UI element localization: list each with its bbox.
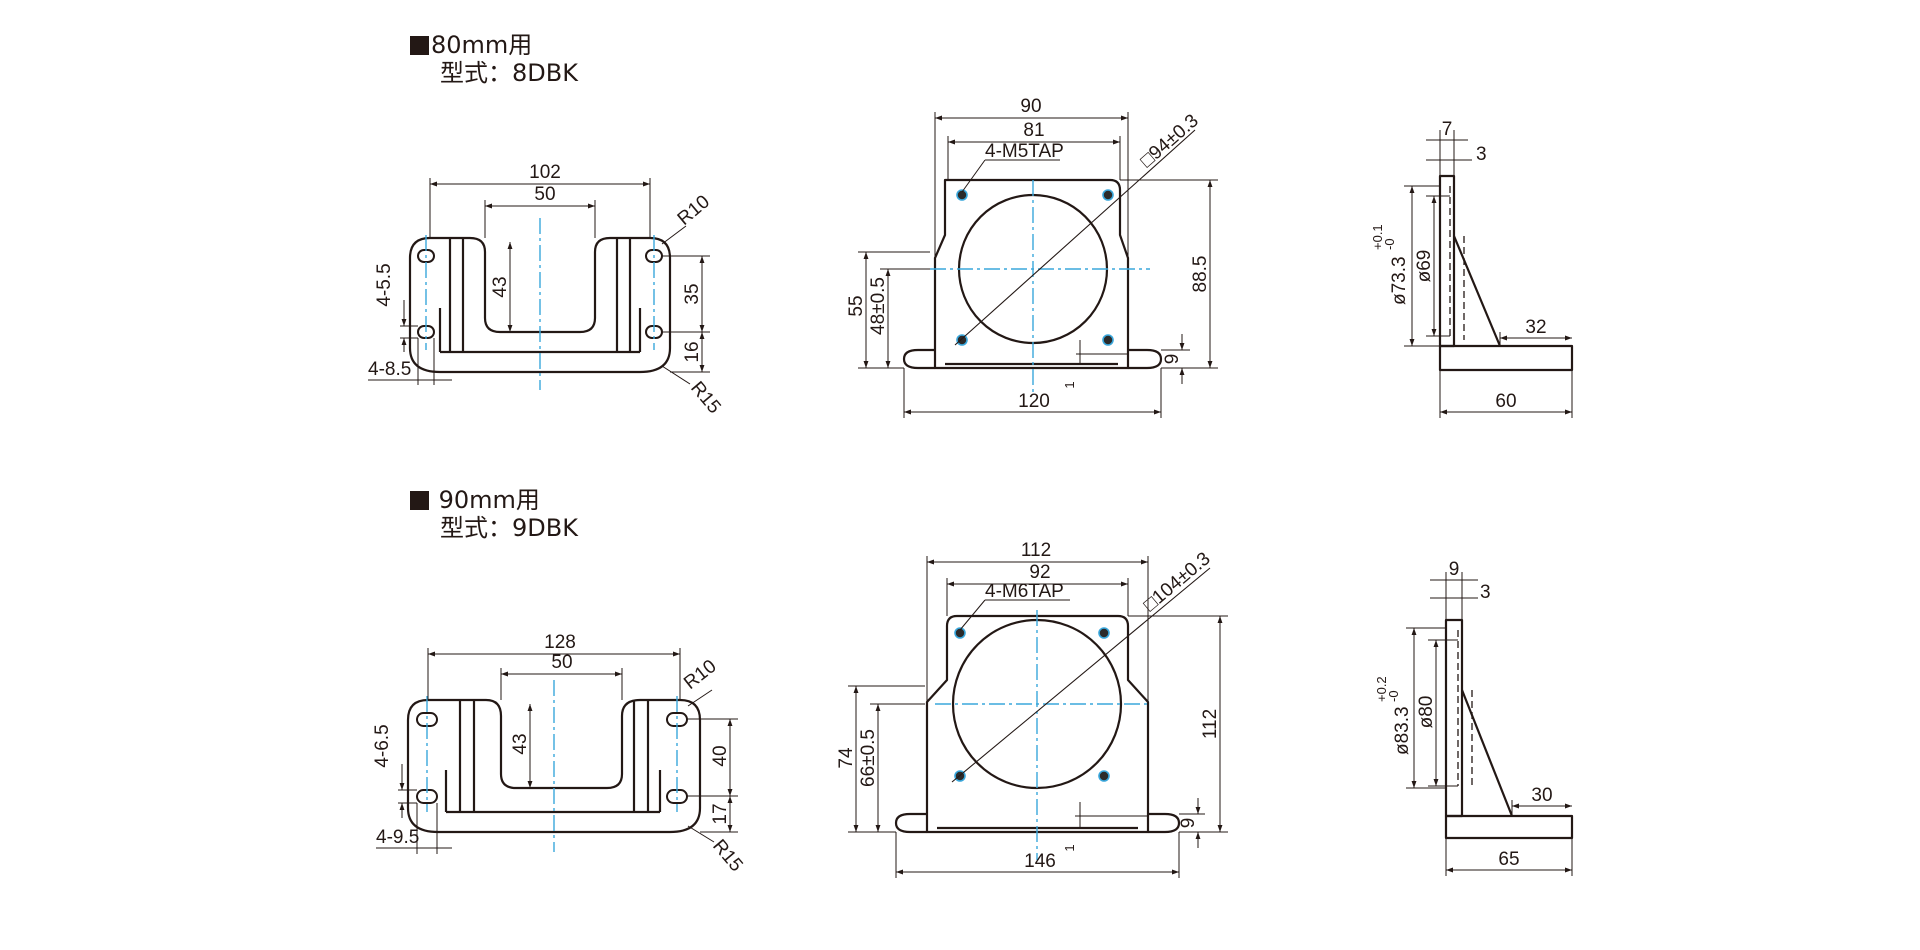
dim-slot-depth: 43 bbox=[490, 276, 511, 297]
diagonal-line bbox=[954, 129, 1196, 346]
leader-line bbox=[961, 159, 986, 193]
flange-plate bbox=[1438, 174, 1456, 348]
dim-radius-bottom: R15 bbox=[686, 378, 724, 418]
dim-d2: 3 bbox=[1480, 582, 1491, 603]
rib bbox=[1460, 689, 1514, 817]
flange-outline bbox=[925, 614, 1150, 834]
dim-hole-offset: 17 bbox=[710, 803, 731, 824]
dim-depth: 60 bbox=[1495, 391, 1516, 412]
dim-holes-pos: 4-8.5 bbox=[368, 359, 411, 380]
heading-90mm-text: 90mm用 bbox=[431, 486, 540, 514]
dim-diagonal: □94±0.3 bbox=[1137, 110, 1203, 171]
leader-line bbox=[687, 825, 715, 843]
dim-bore: ø83.3 bbox=[1392, 706, 1413, 755]
rib bbox=[1452, 235, 1502, 347]
dim-outer: 112 bbox=[1021, 540, 1051, 561]
dim-rib: 30 bbox=[1531, 785, 1552, 806]
heading-90mm: 90mm用 bbox=[410, 485, 540, 515]
dim-width: 128 bbox=[544, 632, 576, 653]
dim-base: 146 bbox=[1024, 851, 1056, 872]
base-plate bbox=[1438, 344, 1574, 372]
dim-d1: 9 bbox=[1449, 559, 1460, 580]
dim-height: 112 bbox=[1200, 709, 1221, 739]
side-view-9dbk: 112 92 4-M6TAP □104±0.3 112 74 66±0.5 14… bbox=[836, 540, 1228, 878]
tap-hole bbox=[1102, 334, 1114, 346]
leader-line bbox=[661, 225, 687, 245]
bracket-outline bbox=[406, 698, 702, 834]
tap-hole bbox=[956, 189, 968, 201]
leader-line bbox=[959, 599, 986, 631]
dim-foot: 9 bbox=[1178, 818, 1199, 829]
dim-radius-top: R10 bbox=[674, 191, 714, 229]
dim-thickness: 1 bbox=[1062, 844, 1077, 851]
front-view-9dbk: 128 50 43 40 17 4-6.5 4-9.5 R10 R15 bbox=[372, 632, 747, 876]
dim-depth: 65 bbox=[1498, 849, 1519, 870]
dim-outer: 90 bbox=[1020, 96, 1041, 117]
dim-hole-offset: 16 bbox=[682, 341, 703, 362]
dim-holes-dia: 4-5.5 bbox=[374, 263, 395, 306]
tap-hole bbox=[1098, 770, 1110, 782]
dim-bore-tol: +0.2-0 bbox=[1374, 676, 1401, 702]
dim-holes-pos: 4-9.5 bbox=[376, 827, 419, 848]
tap-label: 4-M6TAP bbox=[985, 581, 1064, 602]
end-view-8dbk: 7 3 ø73.3 +0.1-0 ø69 32 60 bbox=[1370, 119, 1574, 418]
leader-line bbox=[661, 365, 691, 385]
bracket-outline bbox=[408, 236, 672, 374]
tap-hole bbox=[956, 334, 968, 346]
dim-slot-width: 50 bbox=[534, 184, 555, 205]
front-view-8dbk: 102 50 43 35 16 4-5.5 4-8.5 R10 R15 bbox=[368, 162, 725, 418]
dim-radius-top: R10 bbox=[680, 656, 720, 694]
dim-rib: 32 bbox=[1525, 317, 1546, 338]
side-view-8dbk: 90 81 4-M5TAP □94±0.3 88.5 55 48±0.5 120… bbox=[846, 96, 1218, 418]
dim-d1: 7 bbox=[1442, 119, 1453, 140]
dim-diagonal: □104±0.3 bbox=[1140, 548, 1215, 616]
dim-bore: ø73.3 bbox=[1389, 256, 1410, 305]
dim-width: 102 bbox=[529, 162, 561, 183]
dim-bore-tol: +0.1-0 bbox=[1370, 224, 1397, 250]
dim-slot-width: 50 bbox=[551, 652, 572, 673]
flange-plate bbox=[1444, 618, 1464, 818]
dim-inner: 92 bbox=[1029, 562, 1050, 583]
model-8dbk: 型式：8DBK bbox=[440, 59, 578, 87]
tap-hole bbox=[954, 627, 966, 639]
dim-d2: 3 bbox=[1476, 144, 1487, 165]
foot-right bbox=[1148, 812, 1181, 834]
foot-right bbox=[1128, 348, 1163, 370]
square-bullet-icon bbox=[410, 491, 429, 510]
dim-holes-dia: 4-6.5 bbox=[372, 724, 393, 767]
dim-hole-pitch: 40 bbox=[710, 745, 731, 766]
square-bullet-icon bbox=[410, 36, 429, 55]
end-view-9dbk: 9 3 ø83.3 +0.2-0 ø80 30 65 bbox=[1374, 559, 1574, 876]
dim-center-height-2: 48±0.5 bbox=[868, 277, 889, 335]
dim-hole-pitch: 35 bbox=[682, 283, 703, 304]
dim-pilot: ø80 bbox=[1416, 696, 1437, 729]
heading-80mm-text: 80mm用 bbox=[431, 31, 533, 59]
dim-slot-depth: 43 bbox=[510, 733, 531, 754]
tap-hole bbox=[1102, 189, 1114, 201]
heading-80mm: 80mm用 bbox=[410, 30, 532, 60]
flange-outline bbox=[933, 178, 1130, 370]
foot-left bbox=[894, 812, 927, 834]
dim-center-height-2: 66±0.5 bbox=[858, 729, 879, 787]
dim-height: 88.5 bbox=[1190, 256, 1211, 293]
dim-base: 120 bbox=[1018, 391, 1050, 412]
dim-inner: 81 bbox=[1023, 120, 1044, 141]
dim-pilot: ø69 bbox=[1414, 250, 1435, 283]
dim-center-height: 74 bbox=[836, 747, 857, 769]
model-9dbk: 型式：9DBK bbox=[440, 514, 578, 542]
diagonal-line bbox=[951, 567, 1211, 783]
tap-hole bbox=[1098, 627, 1110, 639]
leader-line bbox=[687, 689, 713, 707]
dim-foot: 9 bbox=[1162, 354, 1183, 365]
base-plate bbox=[1444, 814, 1574, 840]
foot-left bbox=[902, 348, 935, 370]
dim-center-height: 55 bbox=[846, 295, 867, 316]
tap-label: 4-M5TAP bbox=[985, 141, 1064, 162]
dim-thickness: 1 bbox=[1062, 381, 1077, 388]
